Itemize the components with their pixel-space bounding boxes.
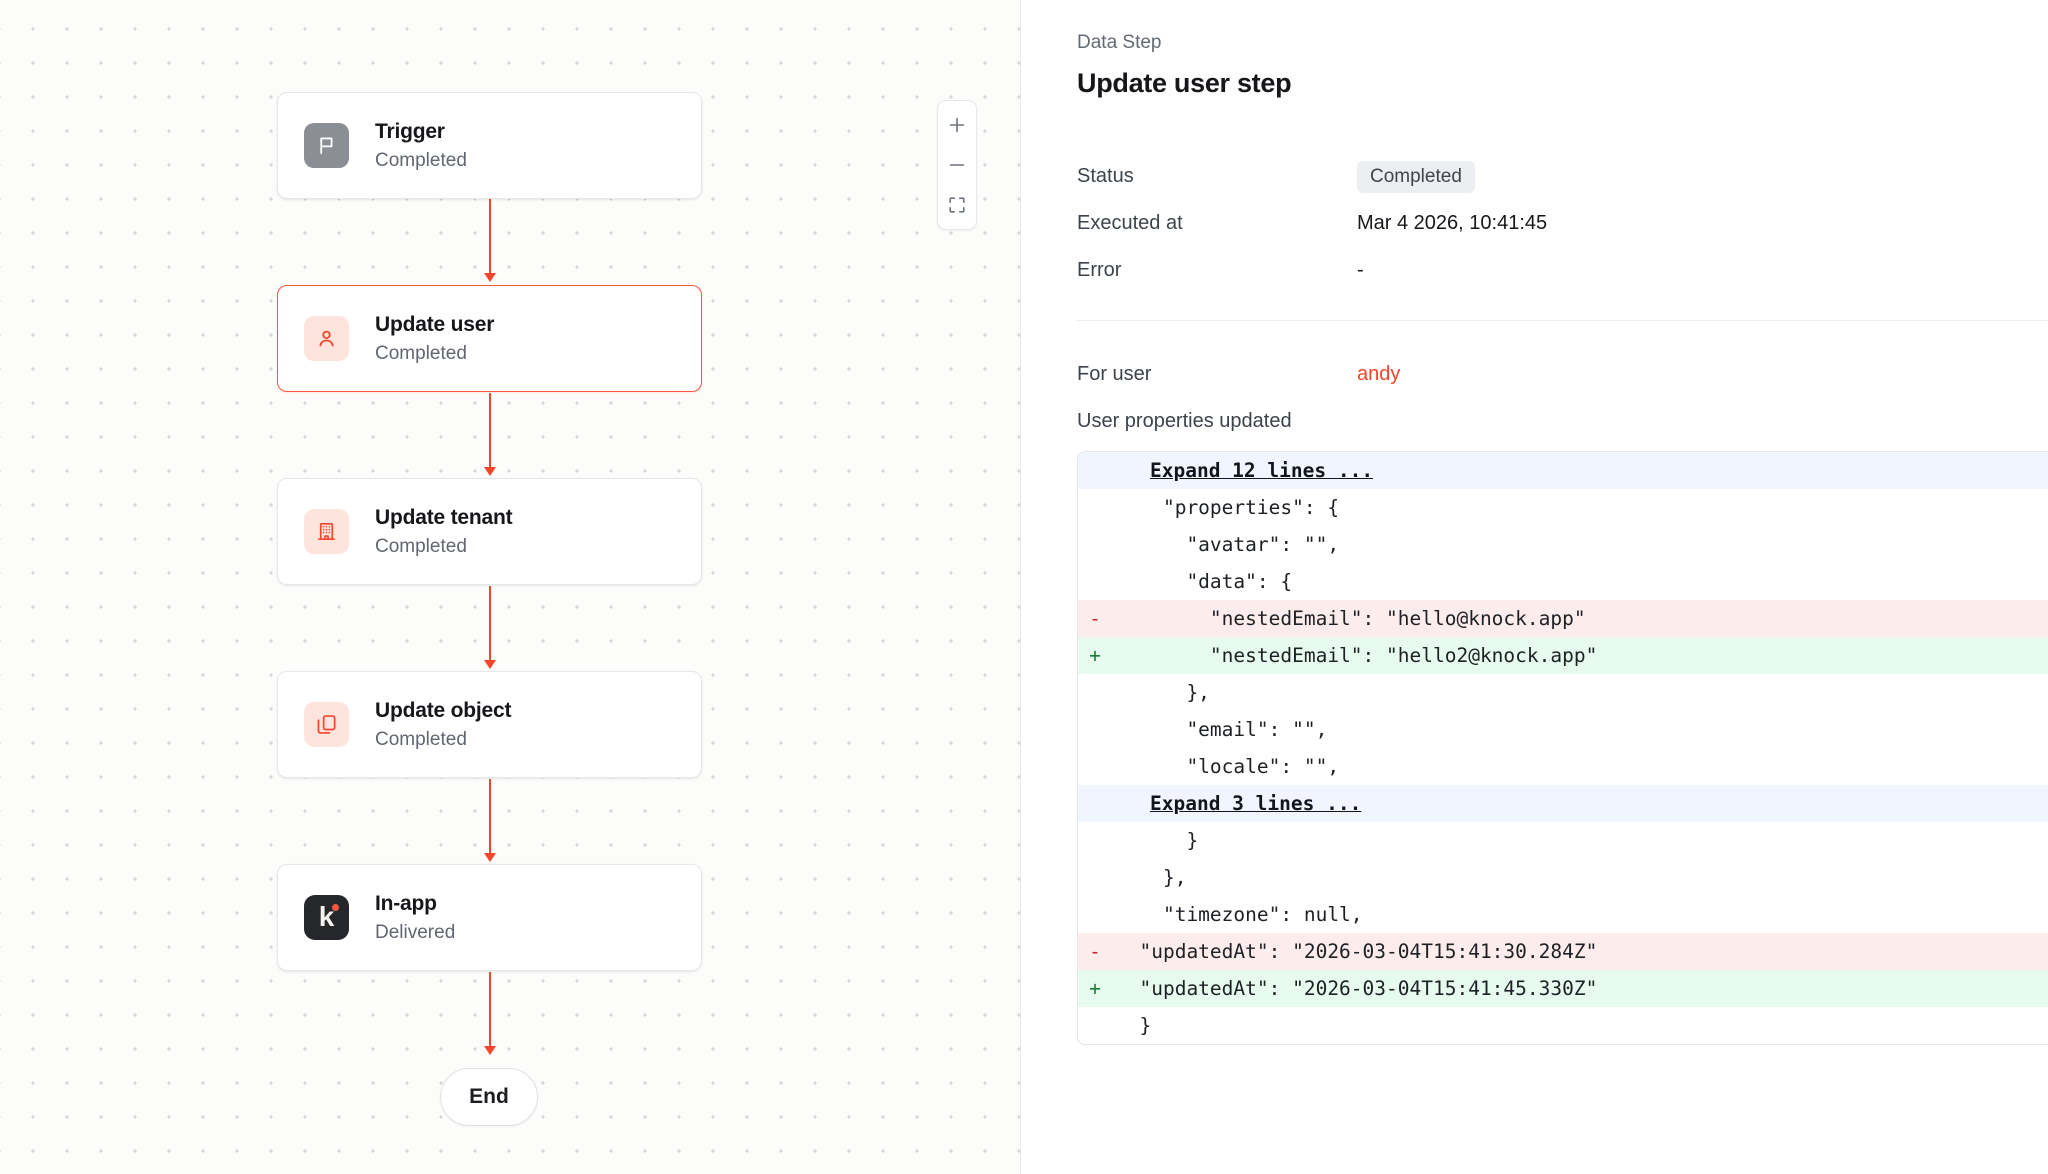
user-section: For user andy User properties updated: [1077, 351, 2048, 433]
diff-expand-label[interactable]: Expand 3 lines ...: [1150, 792, 1362, 815]
diff-row: "avatar": "",: [1078, 526, 2048, 563]
flow-node-in-app[interactable]: k In-app Delivered: [277, 864, 702, 971]
flow-arrow: [484, 972, 496, 1055]
diff-code: "timezone": null,: [1116, 903, 1363, 926]
diff-row-removed: - "updatedAt": "2026-03-04T15:41:30.284Z…: [1078, 933, 2048, 970]
meta-value: -: [1357, 259, 1364, 281]
fit-view-button[interactable]: [938, 185, 976, 225]
diff-row: },: [1078, 859, 2048, 896]
page-title: Update user step: [1077, 68, 1292, 98]
properties-diff-viewer[interactable]: Expand 12 lines ... "properties": { "ava…: [1077, 451, 2048, 1045]
diff-row: "data": {: [1078, 563, 2048, 600]
diff-row: }: [1078, 1007, 2048, 1044]
flow-arrow: [484, 779, 496, 862]
node-status: Completed: [375, 728, 467, 750]
user-icon: [304, 316, 349, 361]
zoom-controls: [937, 100, 977, 230]
meta-label: Executed at: [1077, 212, 1183, 234]
node-title: Trigger: [375, 119, 445, 143]
zoom-in-button[interactable]: [938, 105, 976, 145]
node-title: Update user: [375, 312, 495, 336]
diff-row-added: + "updatedAt": "2026-03-04T15:41:45.330Z…: [1078, 970, 2048, 1007]
building-icon: [304, 509, 349, 554]
meta-label: Error: [1077, 259, 1122, 281]
diff-code: "locale": "",: [1116, 755, 1340, 778]
diff-code: }: [1116, 829, 1199, 852]
diff-row: "email": "",: [1078, 711, 2048, 748]
properties-heading: User properties updated: [1077, 410, 1292, 432]
step-details-panel: Data Step Update user step Status Comple…: [1021, 0, 2048, 1174]
diff-row-removed: - "nestedEmail": "hello@knock.app": [1078, 600, 2048, 637]
flow-node-trigger[interactable]: Trigger Completed: [277, 92, 702, 199]
meta-row-executed-at: Executed at Mar 4 2026, 10:41:45: [1077, 200, 2048, 247]
diff-code: "email": "",: [1116, 718, 1328, 741]
flow-arrow: [484, 393, 496, 476]
diff-code: "updatedAt": "2026-03-04T15:41:45.330Z": [1116, 977, 1598, 1000]
diff-code: "updatedAt": "2026-03-04T15:41:30.284Z": [1116, 940, 1598, 963]
step-meta-list: Status Completed Executed at Mar 4 2026,…: [1077, 153, 2048, 294]
diff-code: "nestedEmail": "hello2@knock.app": [1116, 644, 1598, 667]
diff-gutter: +: [1089, 644, 1101, 667]
divider: [1077, 320, 2048, 321]
diff-row: "locale": "",: [1078, 748, 2048, 785]
diff-code: "nestedEmail": "hello@knock.app": [1116, 607, 1586, 630]
node-status: Delivered: [375, 921, 456, 943]
diff-row: "properties": {: [1078, 489, 2048, 526]
diff-expand-row[interactable]: Expand 3 lines ...: [1078, 785, 2048, 822]
copy-icon: [304, 702, 349, 747]
flow-arrow: [484, 586, 496, 669]
for-user-link[interactable]: andy: [1357, 363, 1401, 385]
node-title: In-app: [375, 891, 437, 915]
flow-arrow: [484, 199, 496, 282]
flow-node-update-tenant[interactable]: Update tenant Completed: [277, 478, 702, 585]
panel-eyebrow: Data Step: [1077, 32, 1162, 53]
diff-gutter: -: [1089, 607, 1101, 630]
meta-value: Mar 4 2026, 10:41:45: [1357, 212, 1548, 234]
flag-icon: [304, 123, 349, 168]
node-title: Update object: [375, 698, 512, 722]
flow-node-update-user[interactable]: Update user Completed: [277, 285, 702, 392]
knock-logo-icon: k: [304, 895, 349, 940]
meta-label: Status: [1077, 165, 1134, 187]
diff-code: "properties": {: [1116, 496, 1340, 519]
diff-row: "timezone": null,: [1078, 896, 2048, 933]
diff-expand-label[interactable]: Expand 12 lines ...: [1150, 459, 1374, 482]
diff-code: }: [1116, 1014, 1152, 1037]
meta-row-status: Status Completed: [1077, 153, 2048, 200]
node-status: Completed: [375, 342, 467, 364]
diff-code: },: [1116, 866, 1187, 889]
node-status: Completed: [375, 149, 467, 171]
flow-node-end[interactable]: End: [440, 1068, 538, 1126]
for-user-label: For user: [1077, 363, 1152, 385]
diff-row: },: [1078, 674, 2048, 711]
node-status: Completed: [375, 535, 467, 557]
workflow-canvas[interactable]: Trigger Completed Update user Completed: [0, 0, 1021, 1174]
diff-gutter: +: [1089, 977, 1101, 1000]
diff-row-added: + "nestedEmail": "hello2@knock.app": [1078, 637, 2048, 674]
diff-row: }: [1078, 822, 2048, 859]
meta-row-error: Error -: [1077, 247, 2048, 294]
diff-code: },: [1116, 681, 1210, 704]
flow-node-update-object[interactable]: Update object Completed: [277, 671, 702, 778]
diff-code: "avatar": "",: [1116, 533, 1340, 556]
status-badge: Completed: [1357, 160, 1475, 193]
diff-code: "data": {: [1116, 570, 1293, 593]
node-title: Update tenant: [375, 505, 513, 529]
diff-expand-row[interactable]: Expand 12 lines ...: [1078, 452, 2048, 489]
zoom-out-button[interactable]: [938, 145, 976, 185]
diff-gutter: -: [1089, 940, 1101, 963]
for-user-row: For user andy: [1077, 351, 2048, 398]
